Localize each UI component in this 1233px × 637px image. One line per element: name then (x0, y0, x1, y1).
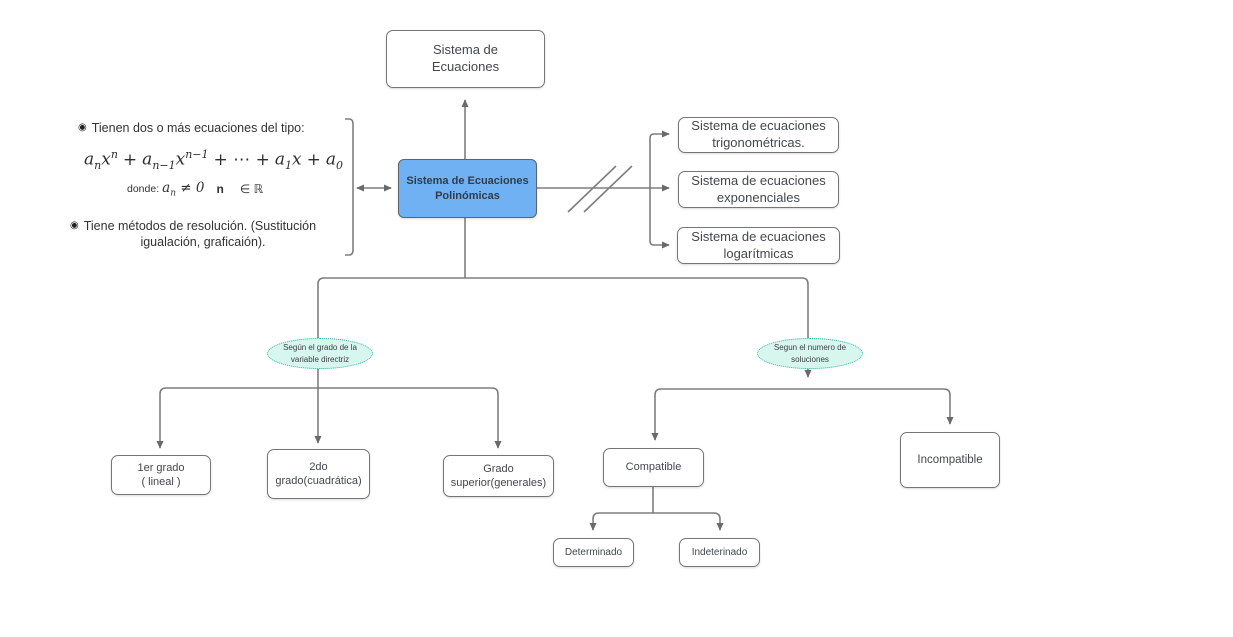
node-label: Sistema de ecuaciones trigonométricas. (691, 118, 826, 150)
node-label: Indeterinado (691, 547, 748, 558)
edge-branch-top-horizontal (317, 277, 809, 285)
node-label: Sistema de Ecuaciones (431, 42, 500, 74)
in-reals-symbol: ∈ ℝ (239, 182, 264, 197)
node-trigonometricas[interactable]: Sistema de ecuaciones trigonométricas. (678, 117, 839, 153)
note-text: Tienen dos o más ecuaciones del tipo: (91, 121, 305, 135)
node-compatible[interactable]: Compatible (603, 448, 704, 487)
node-sistema-ecuaciones[interactable]: Sistema de Ecuaciones (386, 30, 545, 88)
where-label: donde: (127, 183, 160, 196)
node-label: Sistema de Ecuaciones Polinómicas (406, 175, 529, 202)
ellipse-label: Segun el numero de soluciones (773, 342, 847, 364)
ellipse-label: Según el grado de la variable directriz (283, 342, 357, 364)
node-label: 1er grado ( lineal ) (137, 461, 185, 488)
branch-label-grado[interactable]: Según el grado de la variable directriz (267, 338, 373, 369)
node-label: Incompatible (917, 453, 983, 466)
formula-term: a (84, 149, 95, 170)
edge-solutions-horizontal (654, 388, 951, 396)
node-logaritmicas[interactable]: Sistema de ecuaciones logarítmicas (677, 227, 840, 264)
node-label: Determinado (564, 547, 623, 558)
edge-to-trig (649, 130, 670, 188)
node-determinado[interactable]: Determinado (553, 538, 634, 567)
node-exponenciales[interactable]: Sistema de ecuaciones exponenciales (678, 171, 839, 208)
node-1er-grado[interactable]: 1er grado ( lineal ) (111, 455, 211, 495)
node-label: Compatible (625, 461, 682, 474)
node-sistema-polinomicas[interactable]: Sistema de Ecuaciones Polinómicas (398, 159, 537, 218)
double-slash-mark-2 (583, 165, 633, 213)
bullet-icon: ◉ (70, 220, 79, 231)
note-text-line2: igualación, graficaión). (140, 235, 266, 249)
note-bullet-1: ◉ Tienen dos o más ecuaciones del tipo: (78, 121, 305, 135)
edge-to-log (649, 188, 670, 249)
polynomial-formula: anxn+an−1xn−1+ ⋯ +a1x+a0 (84, 148, 343, 173)
node-indeterminado[interactable]: Indeterinado (679, 538, 760, 567)
node-grado-superior[interactable]: Grado superior(generales) (443, 455, 554, 497)
branch-label-soluciones[interactable]: Segun el numero de soluciones (757, 338, 863, 369)
edge-compatible-horizontal (592, 512, 721, 520)
n-symbol: n (216, 182, 224, 197)
node-2do-grado[interactable]: 2do grado(cuadrática) (267, 449, 370, 499)
note-bullet-2: ◉ Tiene métodos de resolución. (Sustituc… (70, 219, 336, 249)
formula-condition: donde: an ≠ 0 n ∈ ℝ (127, 180, 264, 199)
node-incompatible[interactable]: Incompatible (900, 432, 1000, 488)
note-text: Tiene métodos de resolución. (Sustitució… (83, 219, 317, 233)
notes-bracket (345, 118, 354, 256)
node-label: 2do grado(cuadrática) (275, 460, 362, 487)
bullet-icon: ◉ (78, 122, 87, 133)
node-label: Sistema de ecuaciones exponenciales (691, 172, 826, 205)
node-label: Sistema de ecuaciones logarítmicas (691, 228, 826, 261)
edge-grade-horizontal (159, 387, 499, 395)
node-label: Grado superior(generales) (450, 462, 547, 489)
double-slash-mark-1 (567, 165, 617, 213)
